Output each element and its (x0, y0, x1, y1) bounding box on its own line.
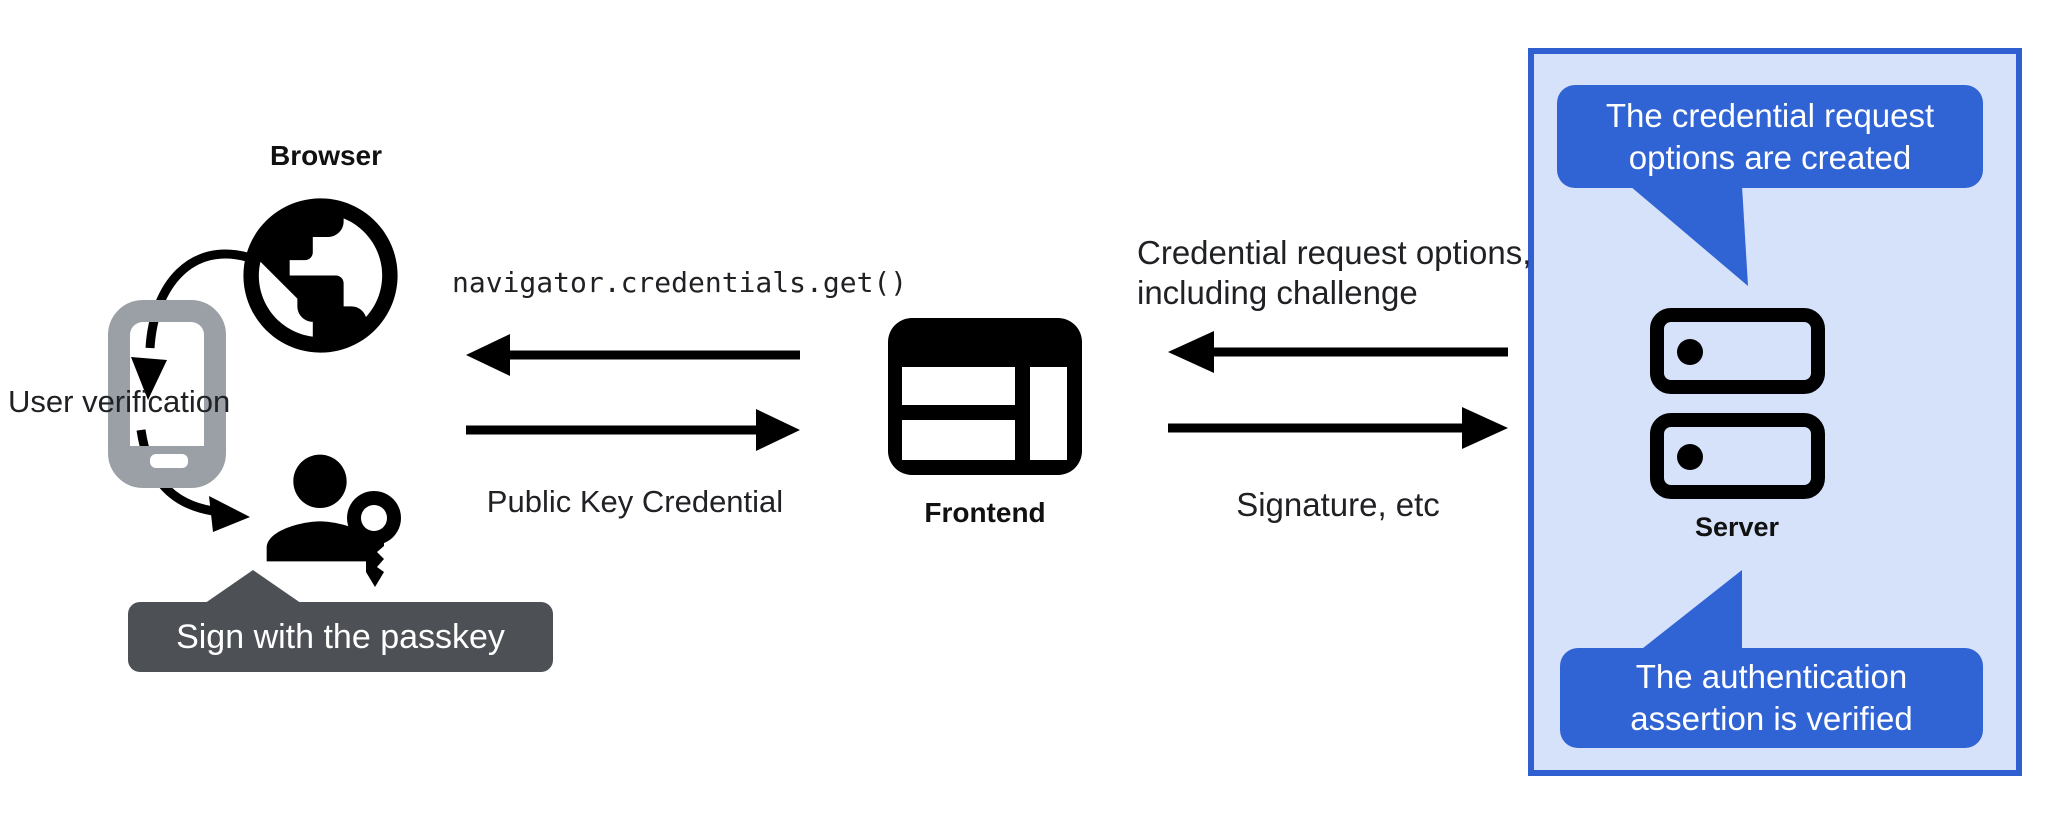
key-icon (347, 491, 402, 587)
credential-request-options-label: Credential request options, including ch… (1137, 233, 1531, 313)
frontend-label: Frontend (924, 497, 1046, 528)
credential-request-line-1: Credential request options, (1137, 234, 1532, 271)
frontend-to-browser-arrow (466, 334, 800, 376)
navigator-get-label: navigator.credentials.get() (452, 266, 908, 299)
server-label: Server (1694, 512, 1780, 542)
callout-bottom-line-1: The authentication (1635, 658, 1908, 695)
callout-top-line-2: options are created (1628, 138, 1912, 176)
assertion-verified-callout: The authentication assertion is verified (1560, 648, 1983, 748)
signature-label: Signature, etc (1236, 486, 1440, 523)
browser-to-frontend-arrow (466, 409, 800, 451)
callout-bottom-line-2: assertion is verified (1630, 700, 1913, 737)
credential-request-line-2: including challenge (1137, 274, 1418, 311)
phone-to-person-arrow (136, 429, 250, 532)
credential-request-created-callout: The credential request options are creat… (1557, 85, 1983, 188)
frontend-to-server-arrow (1168, 407, 1508, 449)
frontend-window-icon (888, 318, 1082, 475)
server-to-frontend-arrow (1168, 331, 1508, 373)
user-verification-label: User verification (8, 384, 231, 419)
public-key-credential-label: Public Key Credential (486, 484, 784, 519)
sign-with-passkey-tooltip: Sign with the passkey (128, 602, 553, 672)
browser-label: Browser (269, 140, 383, 171)
callout-top-line-1: The credential request (1605, 96, 1935, 134)
browser-to-phone-arrow (131, 249, 249, 400)
globe-icon (243, 198, 398, 353)
person-icon (266, 454, 374, 562)
